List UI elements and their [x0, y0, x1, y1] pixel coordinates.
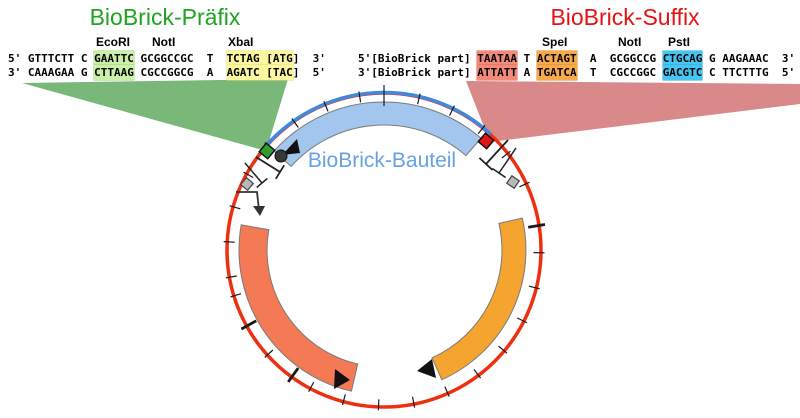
suffix-sequence-bottom: 3'[BioBrick part] ATTATT A TGATCA T CGCC…: [358, 65, 796, 80]
misc-marker-right: [505, 174, 521, 190]
enzyme-label-spei: SpeI: [542, 35, 568, 49]
suffix-callout-wedge: [466, 81, 800, 142]
part-label: BioBrick-Bauteil: [307, 149, 457, 172]
misc-marker-left: [239, 176, 255, 192]
enzyme-label-noti-suffix: NotI: [618, 35, 642, 49]
terminator-mark-left-1: [255, 156, 285, 180]
enzyme-label-noti-prefix: NotI: [152, 35, 176, 49]
tick-marks: [223, 85, 546, 411]
promoter-arrow: [236, 191, 260, 211]
promoter-arrowhead: [253, 206, 265, 216]
gene-band-left: [238, 224, 359, 392]
terminator-mark-left-2: [244, 162, 268, 189]
gene-band-right: [431, 217, 527, 381]
prefix-callout-wedge: [22, 79, 288, 151]
terminator-mark-right-2: [491, 147, 517, 179]
enzyme-label-ecori: EcoRI: [96, 35, 131, 49]
prefix-sequence-bottom: 3' CAAAGAA G CTTAAG CGCCGGCG A AGATC [TA…: [8, 65, 326, 80]
terminator-mark-right-1: [478, 139, 509, 171]
prefix-site-marker: [258, 142, 276, 160]
suffix-title: BioBrick-Suffix: [550, 4, 700, 30]
prefix-title: BioBrick-Präfix: [89, 4, 241, 30]
dot-marker: [274, 149, 288, 163]
gene-left-direction-arrow: [334, 369, 350, 389]
suffix-site-marker: [477, 132, 495, 150]
suffix-sequence-top: 5'[BioBrick part] TAATAA T ACTAGT A GCGG…: [358, 51, 796, 66]
prefix-sequence-top: 5' GTTTCTT C GAATTC GCGGCCGC T TCTAG [AT…: [8, 51, 326, 66]
gene-right-direction-arrow: [417, 359, 436, 378]
part-direction-arrow: [282, 139, 300, 155]
enzyme-label-xbai: XbaI: [228, 35, 254, 49]
enzyme-label-psti: PstI: [668, 35, 691, 49]
biobrick-part-arc: [263, 90, 492, 149]
